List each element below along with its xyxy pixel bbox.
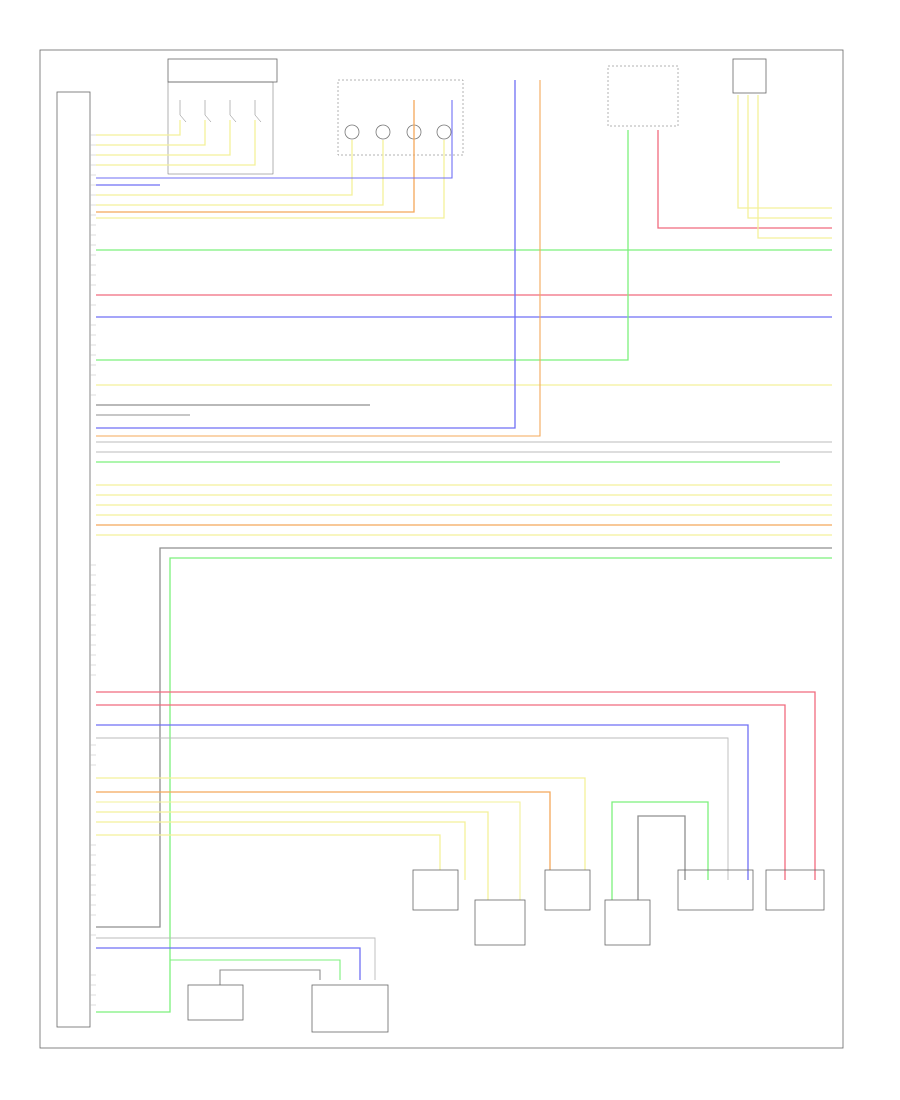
wire-red-2 bbox=[96, 691, 816, 880]
wire-bundle-green bbox=[96, 557, 832, 1013]
wire-sol-3 bbox=[96, 140, 445, 219]
wire-gray-6 bbox=[96, 937, 376, 980]
wire-sol-2 bbox=[96, 140, 384, 206]
component-c5 bbox=[544, 869, 591, 911]
control-module-block bbox=[56, 91, 91, 1028]
wire-trs-3 bbox=[96, 120, 231, 156]
wire-low-y5 bbox=[96, 834, 441, 870]
wire-green-loop bbox=[611, 801, 709, 900]
wire-green-2 bbox=[96, 130, 629, 361]
component-c2 bbox=[311, 984, 389, 1033]
wire-trs-2 bbox=[96, 120, 206, 146]
wire-blue-4 bbox=[96, 947, 361, 980]
wire-low-y3 bbox=[96, 811, 489, 900]
component-c1 bbox=[187, 984, 244, 1021]
wire-ps-yellow-a bbox=[737, 95, 832, 209]
wire-blue-2 bbox=[96, 80, 516, 429]
wire-low-y1 bbox=[96, 777, 586, 870]
wire-orange-1 bbox=[96, 80, 541, 437]
pressure-sensor bbox=[732, 58, 767, 94]
module-pin-marks bbox=[90, 134, 96, 1006]
solenoid-icons bbox=[344, 124, 452, 140]
component-c3 bbox=[412, 869, 459, 911]
wire-gray-5 bbox=[96, 737, 729, 880]
wire-low-y4 bbox=[96, 821, 466, 880]
wire-gray-7 bbox=[219, 969, 321, 985]
component-c6 bbox=[604, 899, 651, 946]
wire-sol-1 bbox=[96, 140, 353, 196]
wire-red-3 bbox=[96, 704, 786, 880]
wire-trs-4 bbox=[96, 120, 256, 166]
component-c8 bbox=[765, 869, 825, 911]
transmission-switch bbox=[167, 58, 278, 83]
transmission-switch-contacts bbox=[179, 100, 262, 123]
wire-low-y2 bbox=[96, 801, 521, 900]
transmission-switch-body bbox=[167, 81, 274, 175]
component-c4 bbox=[474, 899, 526, 946]
wire-sol-orange bbox=[96, 100, 415, 213]
wire-low-orange bbox=[96, 791, 551, 870]
wire-gray-loop bbox=[637, 815, 686, 900]
wire-green-4 bbox=[170, 959, 341, 980]
wire-blue-3 bbox=[96, 724, 749, 880]
wire-ps-yellow-c bbox=[757, 95, 832, 239]
wire-sol-4 bbox=[96, 100, 453, 179]
wire-trs-1 bbox=[96, 120, 181, 136]
right-front-component bbox=[607, 65, 679, 127]
diagram-frame bbox=[39, 49, 844, 1049]
wire-bundle-gray bbox=[96, 547, 832, 928]
wire-ps-red bbox=[657, 130, 832, 229]
component-c7 bbox=[677, 869, 754, 911]
wire-ps-yellow-b bbox=[747, 95, 832, 219]
